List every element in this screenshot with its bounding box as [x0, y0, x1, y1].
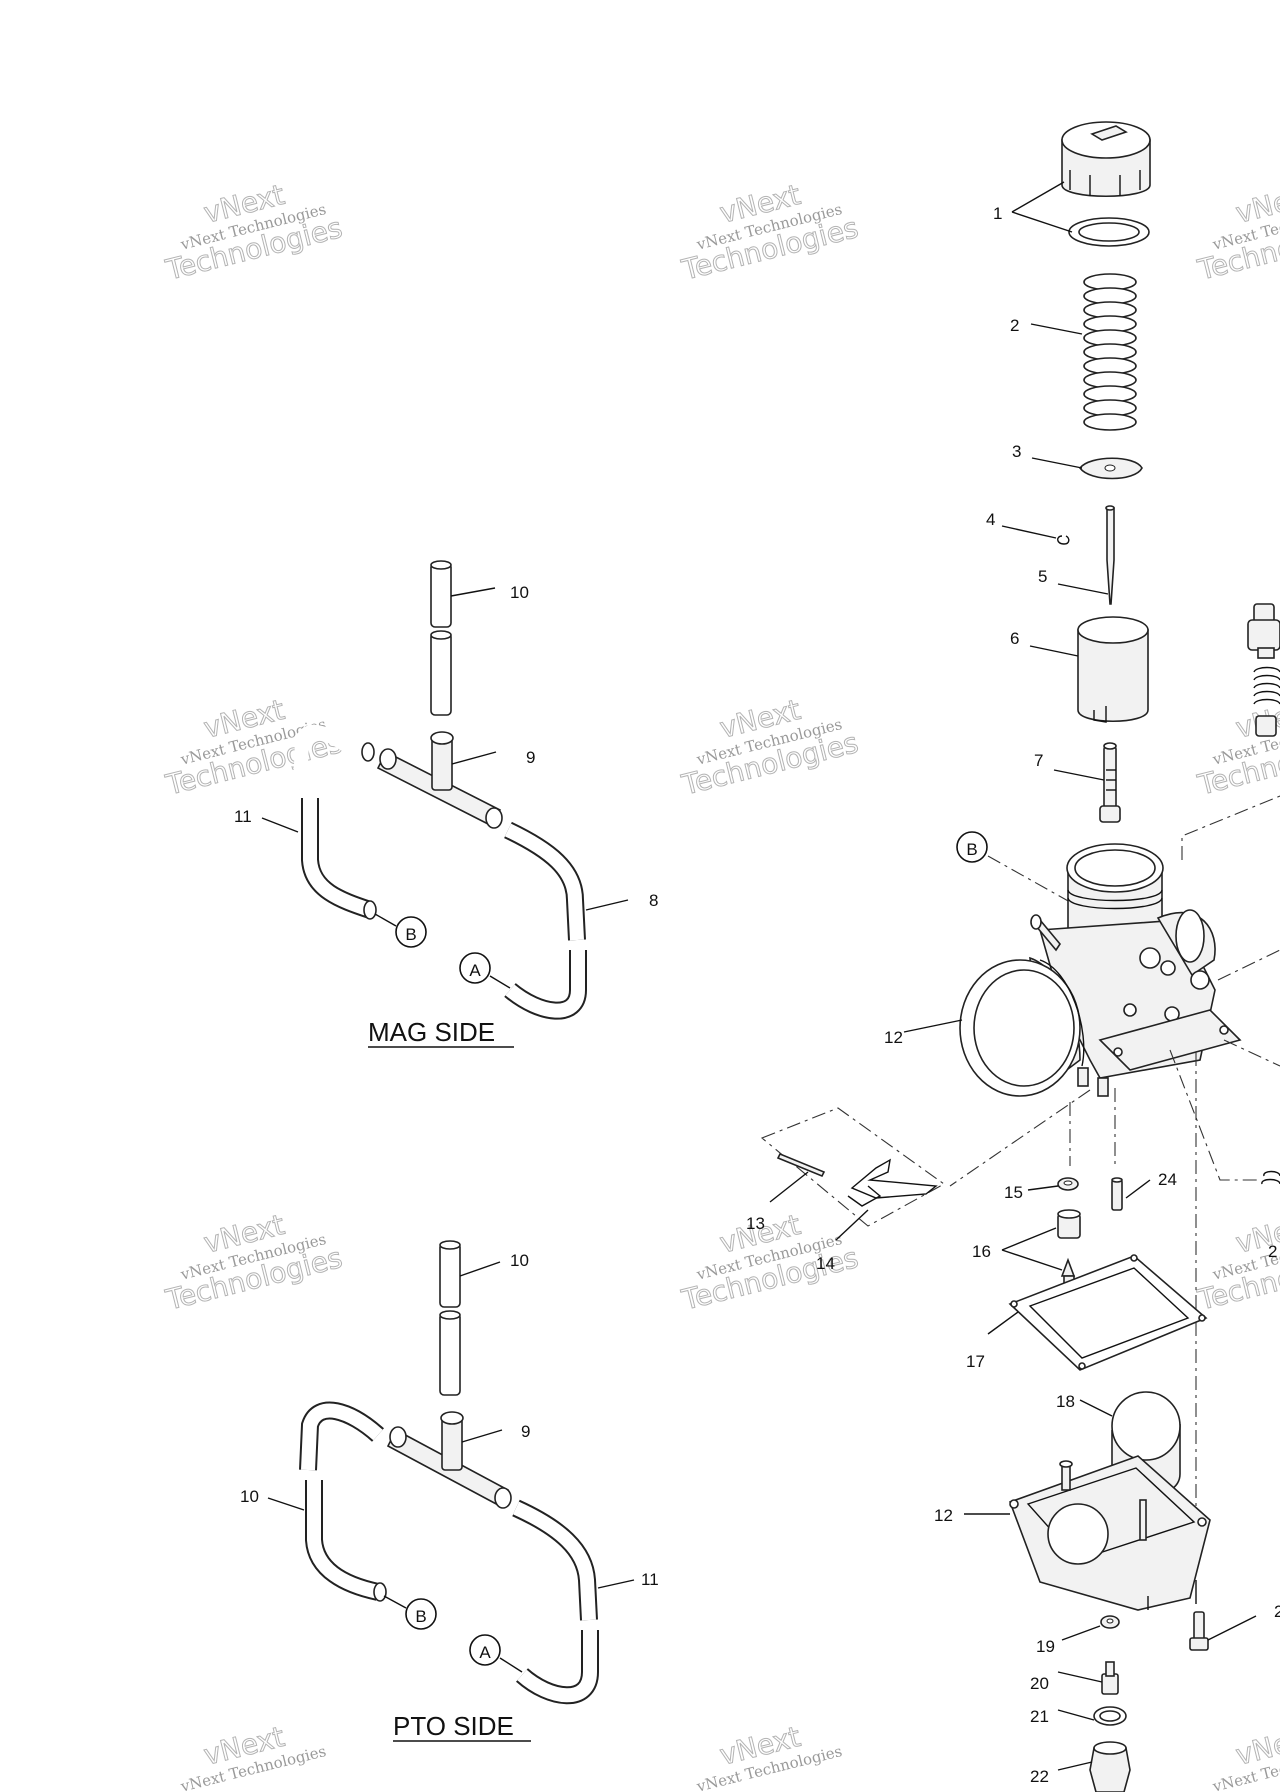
hose-10-pto-loop[interactable]: [299, 1401, 387, 1602]
part-15-washer[interactable]: [1057, 1177, 1079, 1191]
mag-side-assembly: 10 9 11 8: [234, 560, 658, 1048]
part-3-retainer-plate[interactable]: [1079, 457, 1143, 480]
watermark: vNext vNext Technologies Technologies: [162, 178, 346, 288]
watermark: vNext vNext Technologies Technologies: [678, 693, 862, 803]
callout-2: 2: [1010, 316, 1019, 335]
part-20-main-jet[interactable]: [1101, 1661, 1119, 1695]
callout-6: 6: [1010, 629, 1019, 648]
tee-fitting-9-mag[interactable]: [376, 731, 503, 829]
ref-b-pto: B: [383, 1595, 437, 1630]
callout-9: 9: [526, 748, 535, 767]
callout-2-edge: 2: [1268, 1242, 1277, 1261]
callout-11: 11: [234, 807, 252, 826]
part-1-cap[interactable]: [1061, 121, 1151, 197]
watermark: vNext vNext Technologies Technologies: [1194, 178, 1280, 288]
ref-b-carb: B: [956, 831, 1071, 903]
ref-a-mag: A: [459, 952, 511, 989]
part-24-pilot-jet[interactable]: [1111, 1177, 1123, 1211]
part-19-washer[interactable]: [1100, 1615, 1120, 1629]
hose-11-mag[interactable]: [293, 724, 377, 920]
part-drain-screw[interactable]: [1189, 1611, 1209, 1651]
callout-3: 3: [1012, 442, 1021, 461]
callout-11: 11: [641, 1570, 659, 1589]
part-edge-fittings[interactable]: [1247, 603, 1280, 1185]
callout-1: 1: [993, 204, 1002, 223]
watermark: vNext vNext Technologies: [178, 1720, 328, 1792]
callout-17: 17: [966, 1352, 985, 1371]
part-1-gasket[interactable]: [1068, 217, 1150, 247]
watermark: vNext vNext Technologies Technologies: [1194, 1208, 1280, 1318]
ref-letter-b: B: [966, 840, 977, 859]
part-13-float-pin[interactable]: [776, 1152, 826, 1178]
pto-side-assembly: 10 9 10 11 B: [240, 1240, 659, 1742]
ref-b-mag: B: [374, 913, 427, 948]
part-7-starter-plunger[interactable]: [1099, 742, 1121, 823]
part-22-drain-plug[interactable]: [1089, 1741, 1131, 1792]
callout-14: 14: [816, 1254, 835, 1273]
hose-11-pto[interactable]: [512, 1499, 599, 1705]
callout-5: 5: [1038, 567, 1047, 586]
pto-side-title: PTO SIDE: [393, 1711, 514, 1741]
callout-7: 7: [1034, 751, 1043, 770]
callout-12: 12: [884, 1028, 903, 1047]
callout-20: 20: [1030, 1674, 1049, 1693]
callout-21: 21: [1030, 1707, 1049, 1726]
ref-letter-b: B: [405, 925, 416, 944]
callout-22: 22: [1030, 1767, 1049, 1786]
ref-a-pto: A: [469, 1634, 523, 1673]
part-17-float-bowl-gasket[interactable]: [1008, 1254, 1208, 1371]
carburetor-assembly: 1 2 3 4 5 6: [746, 121, 1280, 1792]
part-2-spring[interactable]: [1083, 273, 1137, 431]
watermark: vNext vNext Technologies: [694, 1720, 844, 1792]
part-5-jet-needle[interactable]: [1105, 505, 1115, 605]
hose-8-mag[interactable]: [504, 821, 587, 1020]
part-14-float-arm[interactable]: [847, 1158, 938, 1207]
callout-24: 24: [1158, 1170, 1177, 1189]
part-12-float-bowl[interactable]: [1008, 1455, 1211, 1611]
callout-12: 12: [934, 1506, 953, 1525]
ref-letter-b: B: [415, 1607, 426, 1626]
part-6-throttle-slide[interactable]: [1077, 616, 1149, 723]
callout-2-edge: 2: [1274, 1602, 1280, 1621]
callout-9: 9: [521, 1422, 530, 1441]
callout-10: 10: [510, 583, 529, 602]
hose-10-mag[interactable]: [430, 560, 452, 716]
callout-16: 16: [972, 1242, 991, 1261]
part-21-o-ring[interactable]: [1093, 1706, 1127, 1726]
ref-letter-a: A: [479, 1643, 491, 1662]
spring-coil: [1083, 413, 1137, 431]
mag-side-title: MAG SIDE: [368, 1017, 495, 1047]
callout-8: 8: [649, 891, 658, 910]
ref-letter-a: A: [469, 961, 481, 980]
part-4-e-clip[interactable]: [1057, 535, 1070, 545]
watermark: vNext vNext Technologies: [1210, 1720, 1280, 1792]
hose-10-pto-top[interactable]: [439, 1240, 461, 1396]
callout-13: 13: [746, 1214, 765, 1233]
watermark: vNext vNext Technologies Technologies: [162, 1208, 346, 1318]
part-12-carburetor-body[interactable]: [959, 843, 1242, 1097]
parts-13-14-dashed-group: [760, 1107, 946, 1227]
tee-fitting-9-pto[interactable]: [386, 1411, 512, 1509]
watermark: vNext vNext Technologies Technologies: [162, 693, 346, 803]
watermark: vNext vNext Technologies Technologies: [678, 178, 862, 288]
callout-10: 10: [510, 1251, 529, 1270]
callout-18: 18: [1056, 1392, 1075, 1411]
callout-10: 10: [240, 1487, 259, 1506]
part-16-needle-seat[interactable]: [1057, 1209, 1081, 1289]
callout-15: 15: [1004, 1183, 1023, 1202]
callout-4: 4: [986, 510, 995, 529]
callout-19: 19: [1036, 1637, 1055, 1656]
